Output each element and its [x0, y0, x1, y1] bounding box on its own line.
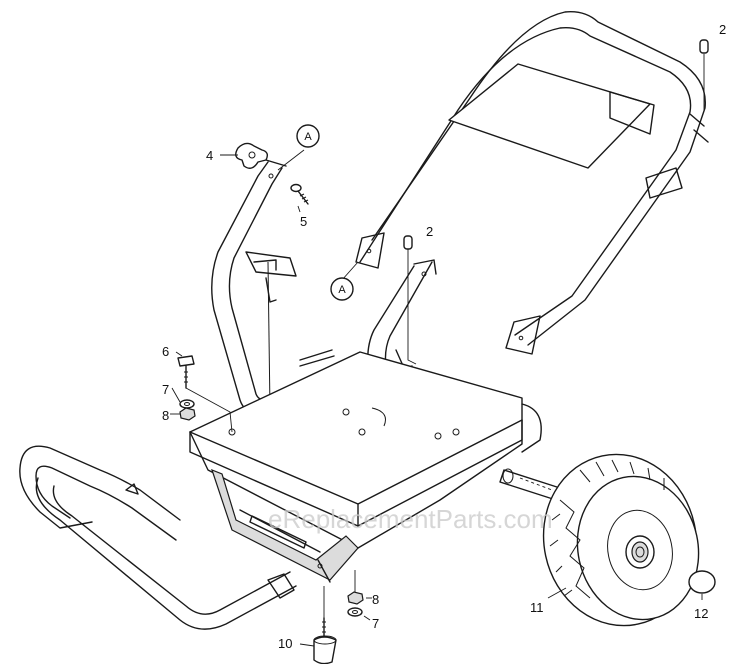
label-screw: 5 — [300, 214, 307, 229]
wheel — [542, 453, 700, 627]
label-nut-upper: 8 — [162, 408, 169, 423]
part-labels: 2 2 4 5 6 7 8 8 7 10 11 12 — [162, 22, 726, 651]
leader-lines — [170, 54, 705, 647]
label-pin-middle: 2 — [426, 224, 433, 239]
washer-lower — [347, 607, 363, 617]
hub-cap — [688, 570, 716, 594]
label-hub-cap: 12 — [694, 606, 708, 621]
callout-a-top: A — [296, 124, 320, 148]
washer-upper — [179, 399, 195, 409]
lower-bracket — [211, 468, 359, 583]
left-upright-handle — [211, 159, 297, 414]
label-foot: 10 — [278, 636, 292, 651]
pin-middle — [403, 235, 413, 250]
callout-a-bottom: A — [330, 277, 354, 301]
callout-a-bottom-letter: A — [338, 284, 346, 296]
label-pin-top: 2 — [719, 22, 726, 37]
foot — [313, 617, 337, 664]
bolt — [177, 355, 195, 389]
label-knob: 4 — [206, 148, 213, 163]
knob — [235, 142, 269, 169]
label-wheel: 11 — [530, 600, 544, 615]
nut-upper — [179, 407, 196, 421]
label-bolt: 6 — [162, 344, 169, 359]
callout-a-top-letter: A — [304, 131, 312, 143]
label-nut-lower: 8 — [372, 592, 379, 607]
watermark: eReplacementParts.com — [268, 504, 553, 534]
axle — [499, 468, 561, 501]
base-plate — [189, 349, 542, 549]
label-washer-upper: 7 — [162, 382, 169, 397]
front-handle — [19, 445, 297, 630]
screw — [290, 183, 309, 205]
nut-lower — [347, 591, 364, 605]
label-washer-lower: 7 — [372, 616, 379, 631]
pin-top — [699, 39, 709, 54]
